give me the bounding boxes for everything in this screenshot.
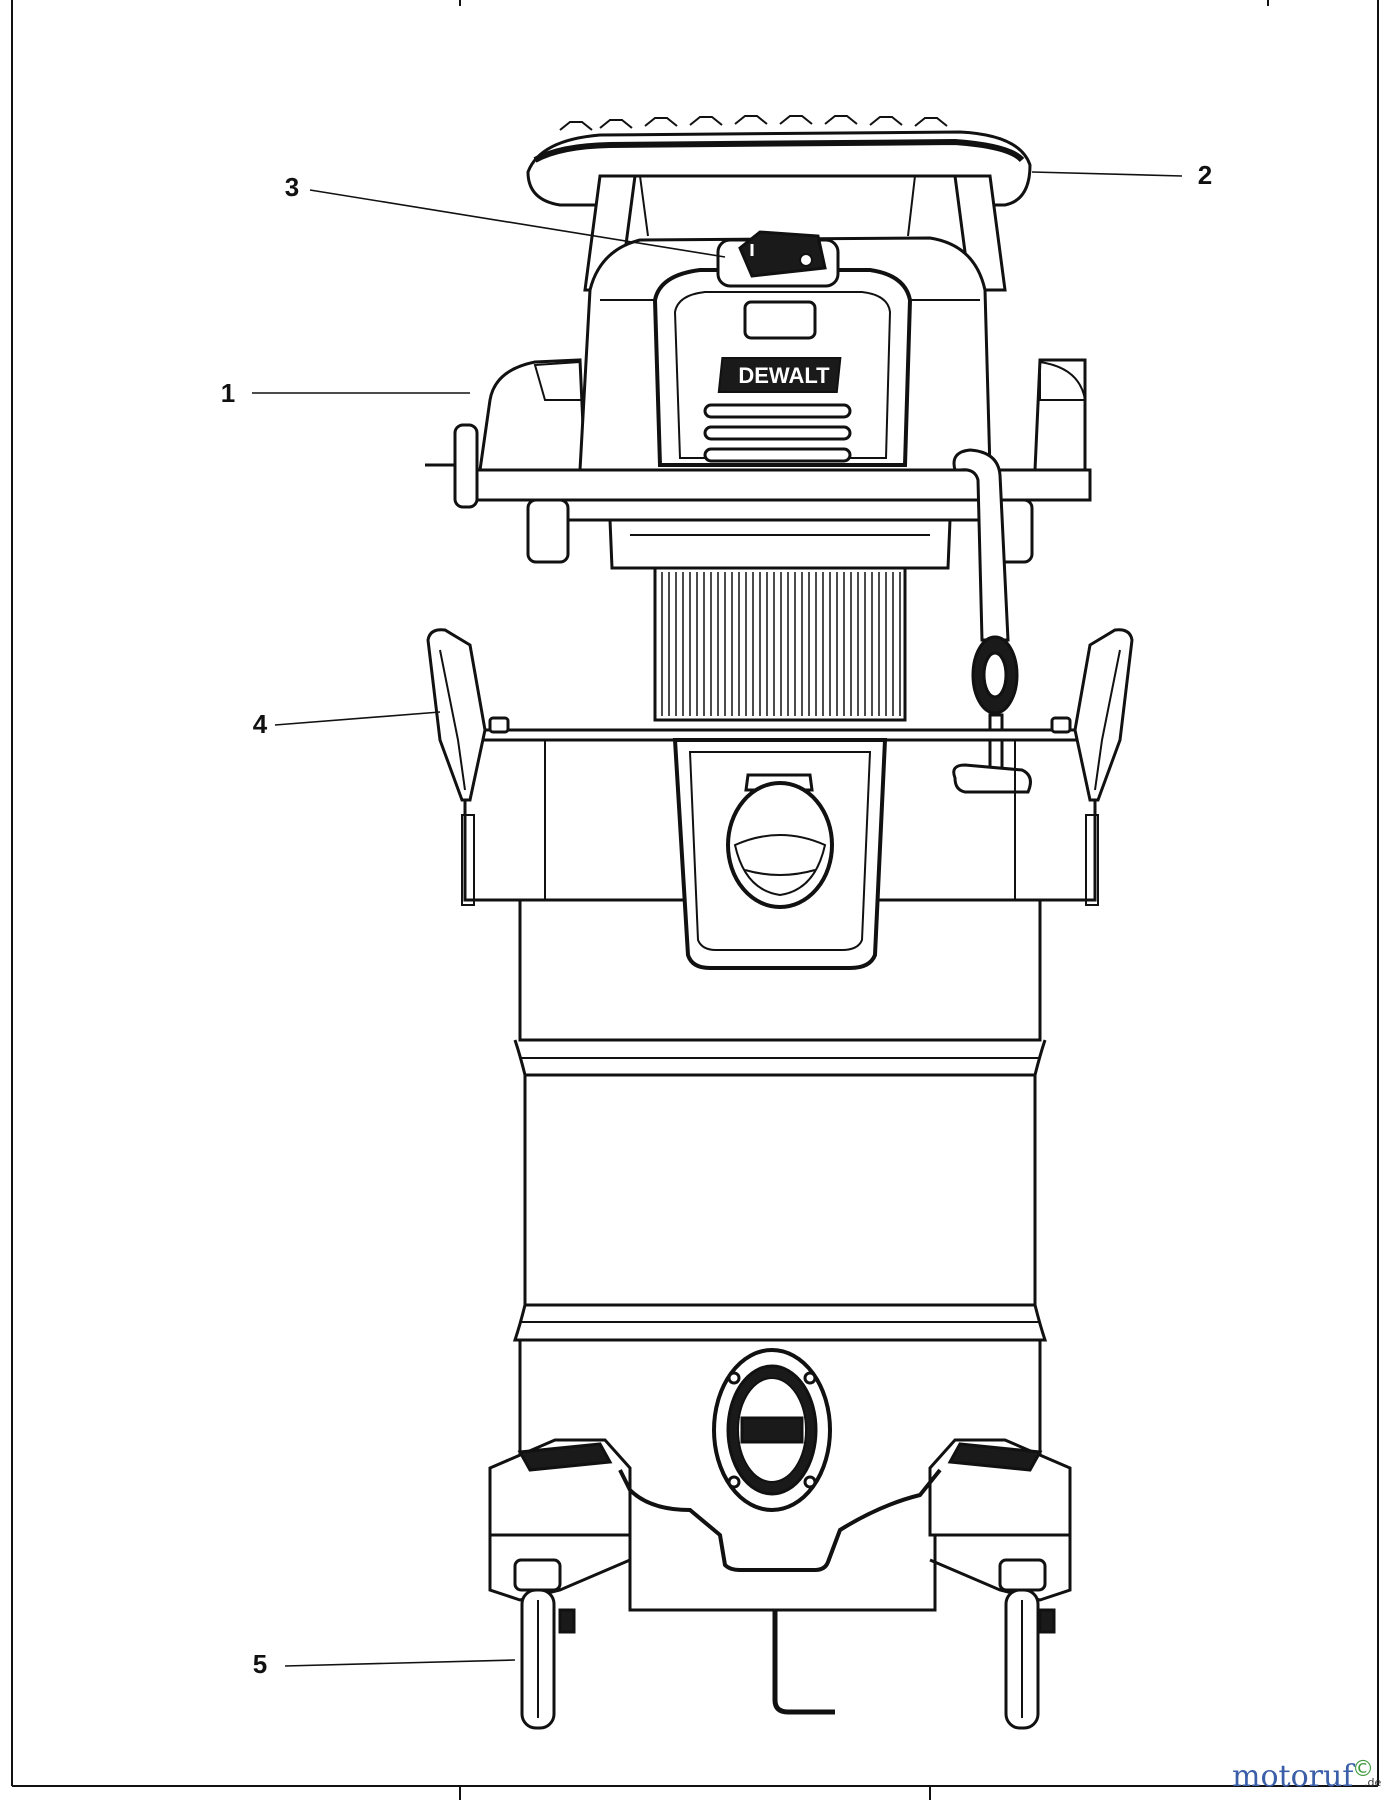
power-switch — [716, 230, 840, 288]
motor-head — [425, 236, 1092, 570]
watermark-suffix: .de — [1364, 1776, 1381, 1789]
caster-right — [998, 1558, 1056, 1730]
sheet-frame — [11, 0, 1379, 1800]
site-watermark: motoruf © .de — [1232, 1757, 1381, 1794]
tank-body — [463, 728, 1097, 1470]
allen-key — [772, 1610, 835, 1715]
filter-pleats — [661, 572, 901, 716]
drain-cap — [712, 1348, 832, 1512]
callout-4: 4 — [253, 709, 268, 739]
brand-badge: DEWALT — [717, 357, 842, 393]
watermark-symbol: © — [1352, 1757, 1374, 1782]
brand-label: DEWALT — [738, 363, 830, 388]
lid-latch-left — [426, 628, 510, 906]
callout-leaders — [252, 171, 1183, 1667]
callout-1: 1 — [221, 378, 235, 408]
callout-3: 3 — [285, 172, 299, 202]
lid-latch-right — [1050, 628, 1134, 906]
cord-hook — [952, 448, 1032, 794]
cartridge-filter — [653, 566, 907, 722]
watermark-name: motoruf — [1232, 1759, 1355, 1794]
caster-base — [488, 1438, 1072, 1612]
callout-2: 2 — [1198, 160, 1212, 190]
caster-left — [513, 1558, 576, 1730]
callout-5: 5 — [253, 1649, 267, 1679]
